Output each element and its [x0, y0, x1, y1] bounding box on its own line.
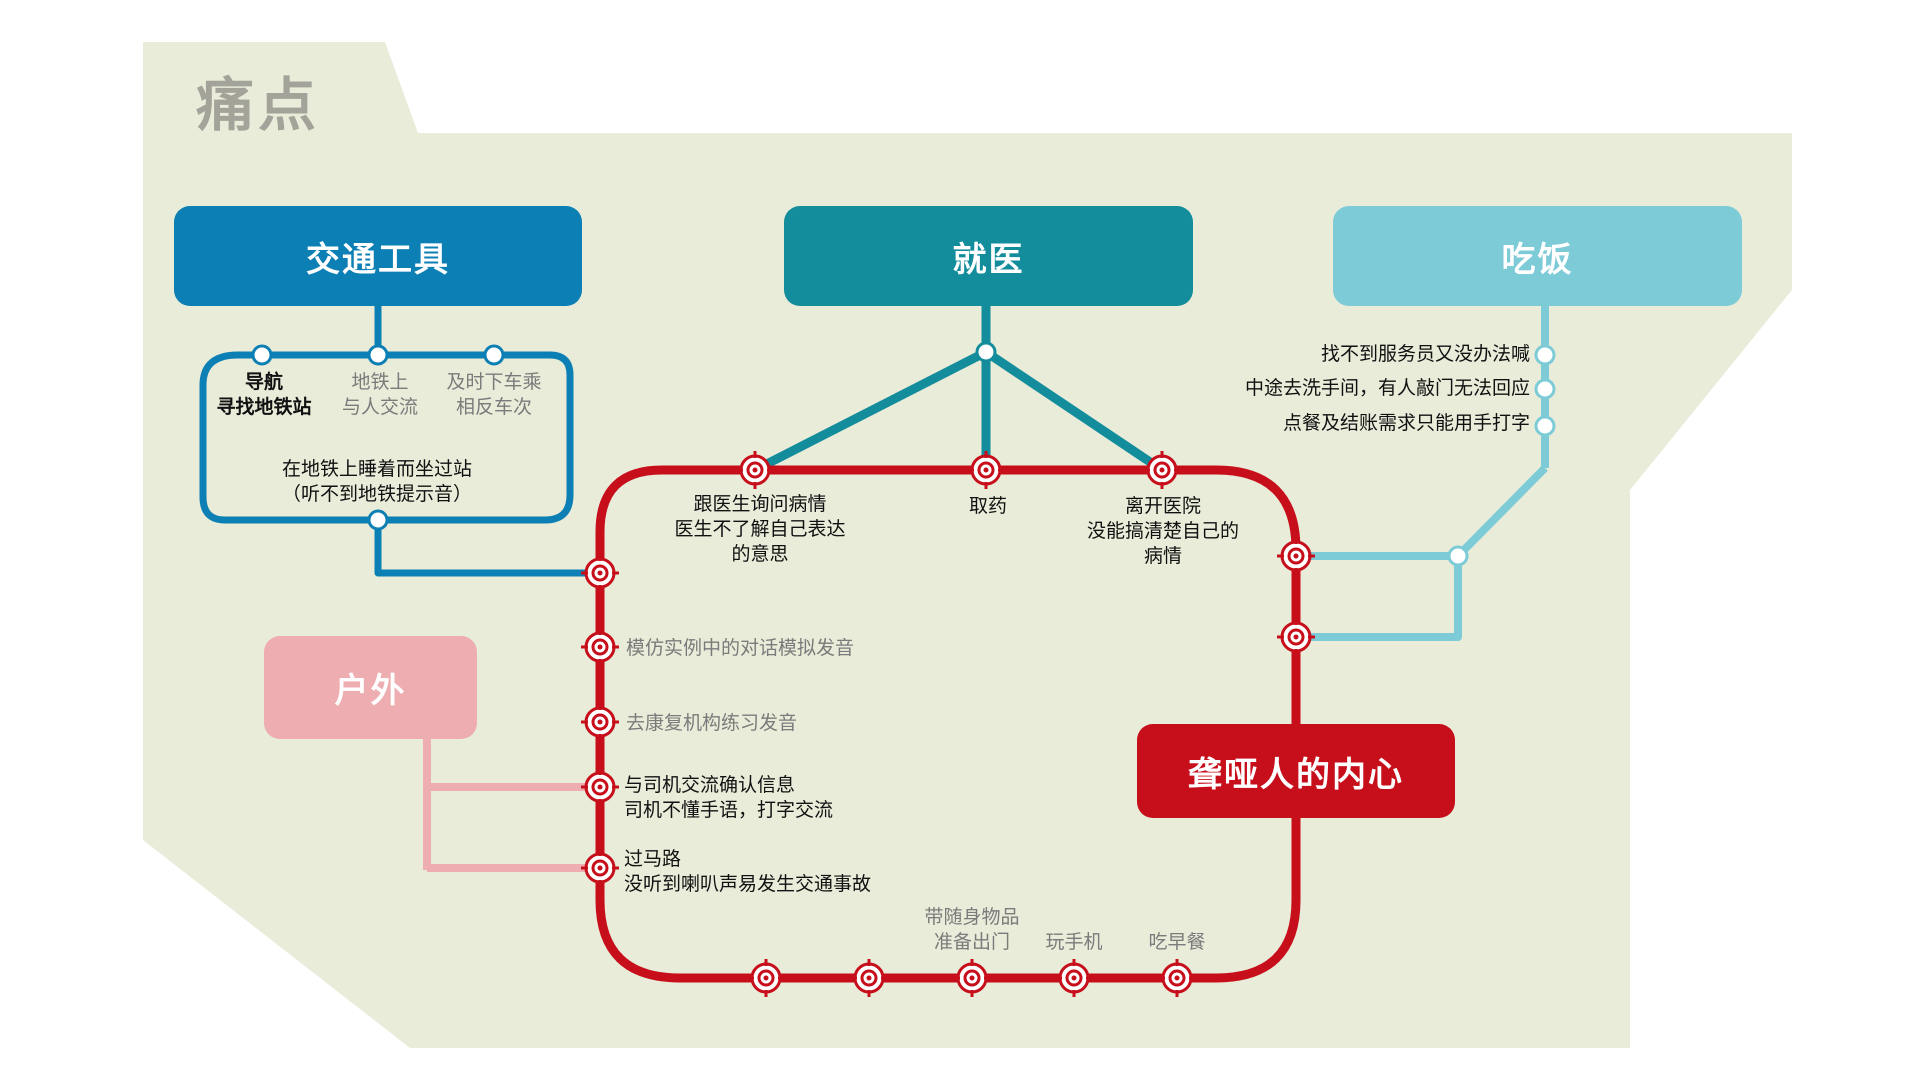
- target-bottom-1: [747, 959, 785, 997]
- stop-dot-navigation: [251, 344, 273, 366]
- label-ask-doctor: 跟医生询问病情 医生不了解自己表达 的意思: [674, 493, 846, 565]
- eating-box: 吃饭: [1333, 206, 1742, 306]
- heart-box-label: 聋哑人的内心: [1188, 754, 1404, 795]
- label-phone: 玩手机: [1045, 931, 1103, 953]
- label-order: 点餐及结账需求只能用手打字: [1282, 412, 1530, 434]
- target-ask-doctor: [736, 451, 774, 489]
- eating-diagonal-line: [1455, 465, 1548, 559]
- label-medicine: 取药: [968, 495, 1008, 517]
- outdoor-box: 户外: [264, 636, 477, 739]
- stop-dot-subway-talk: [367, 344, 389, 366]
- page-title: 痛点: [196, 71, 321, 139]
- stop-dot-order: [1534, 415, 1556, 437]
- target-eating-lower: [1277, 618, 1315, 656]
- medical-junction-dot: [975, 341, 997, 363]
- label-subway-talk: 地铁上 与人交流: [341, 371, 419, 418]
- transport-box-label: 交通工具: [306, 239, 450, 280]
- target-medicine: [967, 451, 1005, 489]
- stop-dot-sleep: [367, 509, 389, 531]
- label-navigation: 导航 寻找地铁站: [216, 371, 312, 418]
- label-breakfast: 吃早餐: [1148, 931, 1206, 953]
- transport-to-main-line: [374, 516, 604, 577]
- label-get-off: 及时下车乘 相反车次: [446, 371, 542, 418]
- target-bottom-2: [850, 959, 888, 997]
- label-leave-hospital: 离开医院 没能搞清楚自己的 病情: [1086, 495, 1240, 567]
- target-eating-upper: [1277, 537, 1315, 575]
- main-red-loop: [595, 465, 1301, 983]
- medical-branch-left: [750, 347, 991, 475]
- label-sleep: 在地铁上睡着而坐过站 （听不到地铁提示音）: [281, 458, 473, 505]
- outdoor-box-label: 户外: [334, 671, 407, 711]
- target-imitate: [581, 628, 619, 666]
- target-road: [581, 849, 619, 887]
- medical-box: 就医: [784, 206, 1193, 306]
- target-driver: [581, 768, 619, 806]
- stop-dot-waiter: [1534, 344, 1556, 366]
- target-belongings: [953, 959, 991, 997]
- label-waiter: 找不到服务员又没办法喊: [1320, 343, 1530, 365]
- target-breakfast: [1158, 959, 1196, 997]
- stop-dot-restroom: [1534, 378, 1556, 400]
- medical-branch-right: [981, 347, 1167, 475]
- label-road: 过马路 没听到喇叭声易发生交通事故: [624, 848, 872, 895]
- target-leave-hospital: [1143, 451, 1181, 489]
- target-transport: [581, 554, 619, 592]
- label-driver: 与司机交流确认信息 司机不懂手语，打字交流: [624, 774, 834, 821]
- medical-box-label: 就医: [952, 239, 1025, 280]
- target-rehab: [581, 703, 619, 741]
- label-belongings: 带随身物品 准备出门: [924, 906, 1020, 953]
- eating-junction-dot: [1447, 545, 1469, 567]
- label-rehab: 去康复机构练习发音: [626, 712, 798, 734]
- transport-loop-line: [199, 351, 574, 524]
- heart-box: 聋哑人的内心: [1137, 724, 1455, 818]
- label-restroom: 中途去洗手间，有人敲门无法回应: [1244, 377, 1530, 399]
- eating-box-label: 吃饭: [1501, 239, 1574, 280]
- transport-box: 交通工具: [174, 206, 582, 306]
- stop-dot-get-off: [483, 344, 505, 366]
- eating-lower-branch: [1296, 556, 1462, 641]
- target-phone: [1055, 959, 1093, 997]
- label-imitate: 模仿实例中的对话模拟发音: [626, 637, 855, 659]
